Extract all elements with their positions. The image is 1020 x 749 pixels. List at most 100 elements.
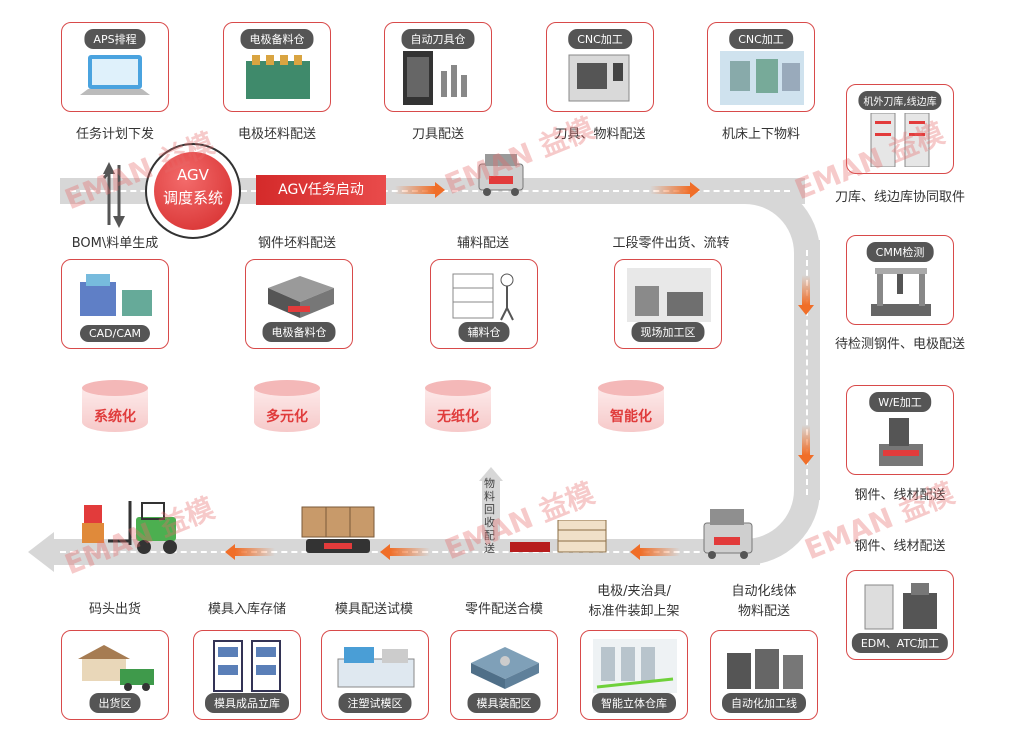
top-card-cnc-2-tag: CNC加工 (729, 29, 793, 49)
flow-arrow-3 (802, 275, 810, 305)
middle-card-site[interactable]: 现场加工区 (614, 259, 722, 349)
middle-card-aux[interactable]: 辅料仓 (430, 259, 538, 349)
bottom-card-ship-tag: 出货区 (89, 693, 141, 713)
agv-start-label: AGV任务启动 (278, 182, 364, 198)
agv-hub-line2: 调度系统 (162, 189, 223, 207)
right-card-we-caption: 钢件、线材配送 (854, 488, 946, 503)
flow-arrow-7-head (380, 544, 390, 560)
worker-shelf-icon (443, 268, 525, 321)
bottom-card-store-tag: 模具成品立库 (205, 693, 289, 713)
middle-card-steel[interactable]: 电极备料仓 (245, 259, 353, 349)
bottom-card-ship[interactable]: 出货区 (61, 630, 169, 720)
middle-card-site-tag: 现场加工区 (631, 322, 705, 342)
storage-rack-icon (206, 639, 288, 692)
flow-arrow-6-head (225, 544, 235, 560)
flow-arrow-4 (802, 425, 810, 455)
top-card-electrode[interactable]: 电极备料仓 (223, 22, 331, 112)
cad-mold-icon (74, 268, 156, 320)
bottom-card-trial-tag: 注塑试模区 (338, 693, 412, 713)
right-card-edm-caption: 钢件、线材配送 (854, 539, 946, 554)
top-card-electrode-tag: 电极备料仓 (240, 29, 314, 49)
right-card-we[interactable]: W/E加工 (846, 385, 954, 475)
cylinder-intelligent-label: 智能化 (610, 409, 652, 425)
top-card-cnc-2[interactable]: CNC加工 (707, 22, 815, 112)
flow-arrow-1 (395, 186, 435, 194)
smart-warehouse-icon (593, 639, 677, 693)
bottom-card-smart[interactable]: 智能立体仓库 (580, 630, 688, 720)
right-card-cmm-tag: CMM检测 (866, 242, 934, 262)
agv-hub-line1: AGV (177, 166, 209, 184)
flow-arrow-2 (650, 186, 690, 194)
forklift (78, 495, 188, 557)
bottom-card-trial[interactable]: 注塑试模区 (321, 630, 429, 720)
bottom-card-smart-caption: 电极/夹治具/ 标准件装卸上架 (588, 584, 680, 619)
bottom-card-auto-caption: 自动化线体 物料配送 (731, 584, 797, 619)
cylinder-intelligent: 智能化 (598, 380, 664, 440)
bottom-card-auto-tag: 自动化加工线 (722, 693, 806, 713)
bottom-card-assembly[interactable]: 模具装配区 (450, 630, 558, 720)
flow-arrow-1-head (435, 182, 445, 198)
flow-arrow-3-head (798, 305, 814, 315)
cylinder-systematic: 系统化 (82, 380, 148, 440)
top-card-electrode-caption: 电极坯料配送 (237, 127, 316, 142)
bottom-card-store[interactable]: 模具成品立库 (193, 630, 301, 720)
middle-card-steel-tag: 电极备料仓 (262, 322, 336, 342)
cnc-machine-icon (559, 51, 641, 103)
right-card-edm-tag: EDM、ATC加工 (851, 633, 949, 653)
electrode-rack-icon (236, 51, 318, 103)
recycle-arrow-head (479, 467, 503, 481)
wire-edm-icon (859, 414, 941, 466)
agv-start-badge[interactable]: AGV任务启动 (256, 175, 386, 205)
flow-arrow-2-head (690, 182, 700, 198)
cylinder-paperless: 无纸化 (425, 380, 491, 440)
top-card-cnc-1[interactable]: CNC加工 (546, 22, 654, 112)
exit-arrow (28, 532, 54, 572)
middle-card-cad[interactable]: CAD/CAM (61, 259, 169, 349)
flow-arrow-7 (390, 548, 430, 556)
bottom-card-auto[interactable]: 自动化加工线 (710, 630, 818, 720)
right-card-we-tag: W/E加工 (869, 392, 931, 412)
right-card-toolrack-caption: 刀库、线边库协同取件 (834, 190, 965, 205)
warehouse-truck-icon (74, 639, 156, 691)
flow-arrow-5-head (630, 544, 640, 560)
right-card-edm[interactable]: EDM、ATC加工 (846, 570, 954, 660)
recycle-label: 物料回收配送 (484, 477, 495, 555)
bottom-card-assembly-caption: 零件配送合模 (464, 602, 543, 617)
tool-rack-icon (859, 112, 941, 168)
middle-card-aux-tag: 辅料仓 (458, 322, 510, 342)
right-card-toolrack[interactable]: 机外刀库,线边库 (846, 84, 954, 174)
steel-block-icon (258, 268, 340, 320)
right-card-cmm[interactable]: CMM检测 (846, 235, 954, 325)
cylinder-systematic-label: 系统化 (94, 409, 136, 425)
flow-arrow-5 (640, 548, 680, 556)
cnc-line-icon (720, 51, 804, 105)
agv-pallet-cart (510, 519, 610, 558)
flow-arrow-6 (235, 548, 275, 556)
top-card-cnc-1-tag: CNC加工 (568, 29, 632, 49)
road-right-dash (806, 250, 808, 495)
bottom-card-assembly-tag: 模具装配区 (467, 693, 541, 713)
right-card-cmm-caption: 待检测钢件、电极配送 (834, 337, 965, 352)
agv-hub[interactable]: AGV 调度系统 (154, 152, 232, 230)
top-card-cnc-1-caption: 刀具、物料配送 (554, 127, 646, 142)
bottom-card-smart-tag: 智能立体仓库 (592, 693, 676, 713)
agv-vehicle-right (700, 505, 756, 560)
cmm-machine-icon (859, 264, 941, 316)
flow-arrow-4-head (798, 455, 814, 465)
bottom-card-ship-caption: 码头出货 (88, 602, 141, 617)
middle-card-cad-caption: BOM\料单生成 (71, 236, 159, 251)
cylinder-diversified: 多元化 (254, 380, 320, 440)
top-card-tool-caption: 刀具配送 (411, 127, 464, 142)
top-card-tool-tag: 自动刀具仓 (401, 29, 475, 49)
cylinder-diversified-label: 多元化 (266, 409, 308, 425)
top-card-aps[interactable]: APS排程 (61, 22, 169, 112)
middle-card-site-caption: 工段零件出货、流转 (612, 236, 730, 251)
top-card-tool[interactable]: 自动刀具仓 (384, 22, 492, 112)
workshop-icon (627, 268, 711, 322)
edm-machine-icon (859, 579, 941, 631)
tool-cabinet-icon (397, 51, 479, 105)
recycle-arrow-shaft (482, 481, 500, 539)
top-card-aps-caption: 任务计划下发 (75, 127, 154, 142)
right-card-toolrack-tag: 机外刀库,线边库 (858, 91, 942, 110)
middle-card-cad-tag: CAD/CAM (79, 325, 151, 342)
